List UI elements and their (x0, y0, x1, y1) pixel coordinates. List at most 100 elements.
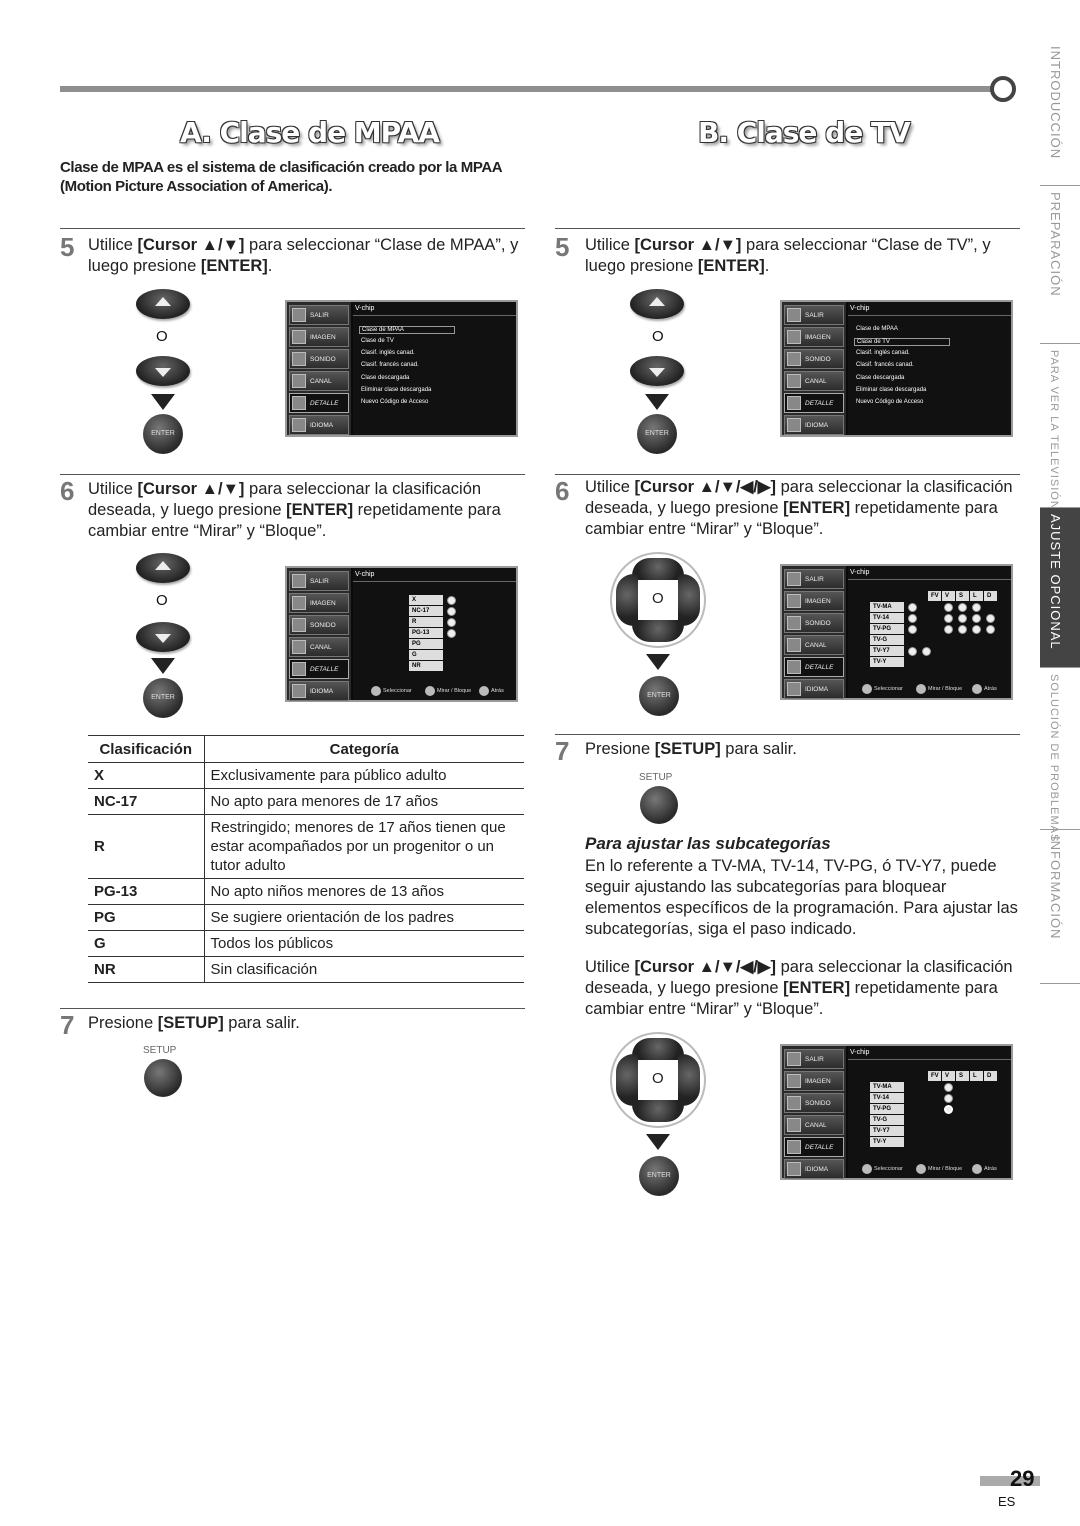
rating-row-g[interactable]: G (409, 650, 443, 660)
osd-option-tv[interactable]: Clase de TV (854, 338, 950, 346)
cursor-up-button[interactable] (630, 289, 684, 319)
tv-rating-row[interactable]: TV-Y (870, 1137, 904, 1147)
tv-rating-row[interactable]: TV-PG (870, 624, 904, 634)
rating-row-r[interactable]: R (409, 617, 443, 627)
side-tab-informacion[interactable]: INFORMACIÓN (1040, 830, 1080, 984)
tv-rating-row[interactable]: TV-G (870, 1115, 904, 1125)
sound-icon (787, 352, 801, 366)
osd-menu-detalle[interactable]: DETALLE (784, 657, 844, 677)
side-tab-para-ver[interactable]: PARA VER LA TELEVISIÓN (1040, 344, 1080, 510)
lock-icon-selected[interactable] (944, 1105, 953, 1114)
side-tab-introduccion[interactable]: INTRODUCCIÓN (1040, 40, 1080, 186)
osd-menu-idioma[interactable]: IDIOMA (784, 415, 844, 435)
side-tab-ajuste-opcional[interactable]: AJUSTE OPCIONAL (1040, 508, 1080, 668)
osd-option-new-code[interactable]: Nuevo Código de Acceso (361, 399, 429, 405)
cursor-dpad[interactable]: O (610, 1032, 706, 1128)
osd-option-downloaded[interactable]: Clase descargada (856, 375, 905, 381)
side-tab-preparacion[interactable]: PREPARACIÓN (1040, 186, 1080, 344)
rating-row-pg13[interactable]: PG-13 (409, 628, 443, 638)
osd-option-new-code[interactable]: Nuevo Código de Acceso (856, 399, 924, 405)
osd-menu-imagen[interactable]: IMAGEN (289, 593, 349, 613)
dpad-right[interactable] (678, 1054, 700, 1106)
osd-menu-detalle[interactable]: DETALLE (289, 659, 349, 679)
dpad-up[interactable] (632, 1038, 684, 1060)
osd-menu-sonido[interactable]: SONIDO (784, 613, 844, 633)
osd-menu-salir[interactable]: SALIR (784, 305, 844, 325)
rating-row-nr[interactable]: NR (409, 661, 443, 671)
cursor-up-button[interactable] (136, 289, 190, 319)
osd-option-eng-can[interactable]: Clasif. inglés canad. (856, 350, 910, 356)
osd-menu-salir[interactable]: SALIR (784, 569, 844, 589)
osd-menu-canal[interactable]: CANAL (289, 371, 349, 391)
tv-rating-row[interactable]: TV-G (870, 635, 904, 645)
cursor-down-button[interactable] (136, 622, 190, 652)
osd-option-delete-downloaded[interactable]: Eliminar clase descargada (361, 387, 432, 393)
osd-menu-imagen[interactable]: IMAGEN (784, 591, 844, 611)
tv-rating-row[interactable]: TV-14 (870, 613, 904, 623)
side-tab-solucion[interactable]: SOLUCIÓN DE PROBLEMAS (1040, 668, 1080, 842)
rating-code: X (88, 762, 205, 789)
cursor-dpad[interactable]: O (610, 552, 706, 648)
enter-button[interactable]: ENTER (637, 414, 677, 454)
osd-panel: V-chip Clase de MPAA Clase de TV Clasif.… (848, 302, 1011, 435)
tv-rating-row[interactable]: TV-MA (870, 1082, 904, 1092)
osd-menu-canal[interactable]: CANAL (784, 371, 844, 391)
osd-menu-salir[interactable]: SALIR (289, 571, 349, 591)
tv-rating-row[interactable]: TV-Y7 (870, 1126, 904, 1136)
enter-button[interactable]: ENTER (639, 1156, 679, 1196)
osd-menu-idioma[interactable]: IDIOMA (784, 679, 844, 699)
osd-menu-imagen[interactable]: IMAGEN (784, 1071, 844, 1091)
osd-option-mpaa[interactable]: Clase de MPAA (359, 326, 455, 334)
rating-row-pg[interactable]: PG (409, 639, 443, 649)
dpad-left[interactable] (616, 1054, 638, 1106)
osd-option-fre-can[interactable]: Clasif. francés canad. (361, 362, 419, 368)
cursor-down-button[interactable] (136, 356, 190, 386)
step-divider (555, 734, 1020, 735)
setup-button[interactable] (144, 1059, 182, 1097)
osd-menu-detalle[interactable]: DETALLE (289, 393, 349, 413)
osd-option-tv[interactable]: Clase de TV (361, 338, 394, 344)
cursor-up-button[interactable] (136, 553, 190, 583)
osd-menu-idioma[interactable]: IDIOMA (289, 415, 349, 435)
osd-menu-sonido[interactable]: SONIDO (289, 349, 349, 369)
osd-option-eng-can[interactable]: Clasif. inglés canad. (361, 350, 415, 356)
enter-button[interactable]: ENTER (639, 676, 679, 716)
tv-rating-row[interactable]: TV-14 (870, 1093, 904, 1103)
osd-menu-idioma[interactable]: IDIOMA (784, 1159, 844, 1179)
osd-menu-canal[interactable]: CANAL (784, 1115, 844, 1135)
osd-option-delete-downloaded[interactable]: Eliminar clase descargada (856, 387, 927, 393)
tv-rating-row[interactable]: TV-PG (870, 1104, 904, 1114)
osd-option-fre-can[interactable]: Clasif. francés canad. (856, 362, 914, 368)
osd-menu-imagen[interactable]: IMAGEN (289, 327, 349, 347)
cursor-down-button[interactable] (630, 356, 684, 386)
osd-menu-canal[interactable]: CANAL (289, 637, 349, 657)
setup-button[interactable] (640, 786, 678, 824)
osd-menu-sonido[interactable]: SONIDO (289, 615, 349, 635)
dpad-right[interactable] (678, 574, 700, 626)
osd-option-downloaded[interactable]: Clase descargada (361, 375, 410, 381)
rating-row-x[interactable]: X (409, 595, 443, 605)
osd-menu-sonido[interactable]: SONIDO (784, 1093, 844, 1113)
dpad-up[interactable] (632, 558, 684, 580)
osd-menu-imagen[interactable]: IMAGEN (784, 327, 844, 347)
osd-menu-idioma[interactable]: IDIOMA (289, 681, 349, 701)
dpad-left[interactable] (616, 574, 638, 626)
osd-menu-canal[interactable]: CANAL (784, 635, 844, 655)
osd-menu-detalle[interactable]: DETALLE (784, 1137, 844, 1157)
osd-menu-detalle[interactable]: DETALLE (784, 393, 844, 413)
dpad-down[interactable] (632, 1100, 684, 1122)
osd-menu-salir[interactable]: SALIR (784, 1049, 844, 1069)
dpad-down[interactable] (632, 620, 684, 642)
osd-menu-salir[interactable]: SALIR (289, 305, 349, 325)
enter-button[interactable]: ENTER (143, 414, 183, 454)
tv-rating-row[interactable]: TV-Y7 (870, 646, 904, 656)
step-divider (555, 228, 1020, 229)
tv-rating-row[interactable]: TV-Y (870, 657, 904, 667)
rating-row-nc17[interactable]: NC-17 (409, 606, 443, 616)
section-a-intro: Clase de MPAA es el sistema de clasifica… (60, 159, 502, 195)
enter-button[interactable]: ENTER (143, 678, 183, 718)
osd-menu-sonido[interactable]: SONIDO (784, 349, 844, 369)
tv-rating-row[interactable]: TV-MA (870, 602, 904, 612)
lock-icon (447, 596, 456, 605)
osd-option-mpaa[interactable]: Clase de MPAA (856, 326, 898, 332)
